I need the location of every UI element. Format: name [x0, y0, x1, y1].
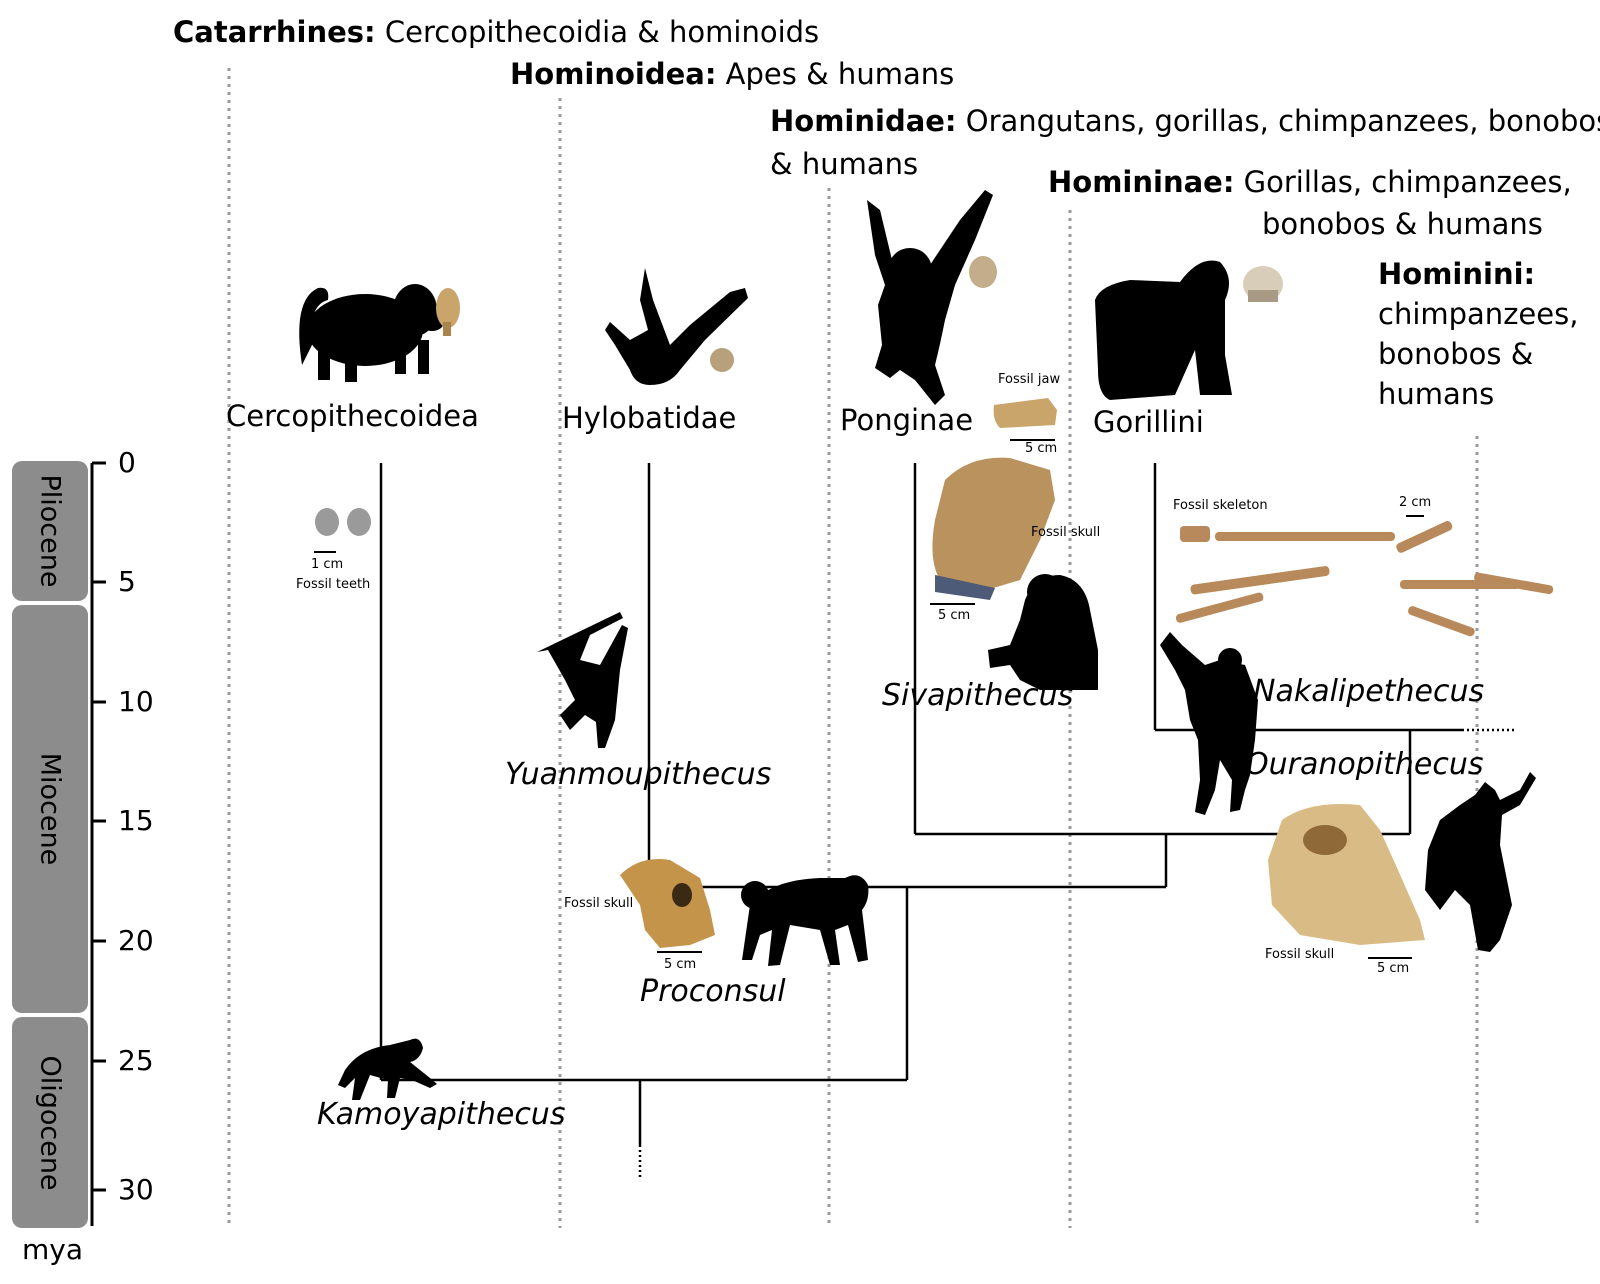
- fossil-skeleton-image: [1175, 520, 1554, 637]
- tick-label-10: 10: [118, 685, 154, 718]
- tick-label-20: 20: [118, 924, 154, 957]
- ouranopithecus-silhouette: [1425, 772, 1536, 952]
- ouranopithecus-skull-image: [1268, 804, 1425, 945]
- scale-bars: [314, 439, 1424, 959]
- skull-icon: [969, 256, 997, 288]
- scale-label-5cm-proconsul: 5 cm: [664, 957, 697, 972]
- label-fossil-skull-ouranopithecus: Fossil skull: [1265, 947, 1335, 962]
- orangutan-silhouette: [867, 190, 993, 405]
- epoch-label-miocene: Miocene: [34, 752, 66, 866]
- header-hominidae-text: Orangutans, gorillas, chimpanzees, bonob…: [956, 104, 1600, 138]
- label-fossil-skull-sivapithecus: Fossil skull: [1031, 525, 1101, 540]
- sivapithecus-skull-image: [932, 457, 1055, 600]
- header-hominidae: Hominidae: Orangutans, gorillas, chimpan…: [770, 104, 1600, 138]
- skull-icon: [710, 348, 734, 372]
- clade-label-ponginae: Ponginae: [840, 403, 974, 437]
- sivapithecus-silhouette: [988, 574, 1098, 690]
- header-hominini: Hominini:: [1378, 257, 1536, 291]
- yuanmoupithecus-silhouette: [537, 612, 628, 748]
- header-homininae-text: Gorillas, chimpanzees,: [1234, 165, 1572, 199]
- gibbon-silhouette: [605, 268, 748, 385]
- tick-label-30: 30: [118, 1173, 154, 1206]
- genus-label-sivapithecus: Sivapithecus: [882, 678, 1074, 713]
- proconsul-skull-image: [620, 859, 715, 948]
- header-hominidae-line2: & humans: [770, 147, 919, 181]
- genus-label-ouranopithecus: Ouranopithecus: [1245, 747, 1484, 782]
- header-catarrhines: Catarrhines: Cercopithecoidia & hominoid…: [173, 15, 820, 49]
- skull-icon: [436, 288, 460, 336]
- label-fossil-skeleton: Fossil skeleton: [1173, 498, 1268, 513]
- genus-label-kamoyapithecus: Kamoyapithecus: [317, 1097, 566, 1132]
- header-hominini-line2: chimpanzees,: [1378, 297, 1579, 331]
- genus-label-proconsul: Proconsul: [640, 974, 786, 1009]
- header-hominini-bold: Hominini:: [1378, 257, 1536, 291]
- fossil-teeth-image: [315, 508, 371, 536]
- header-homininae: Homininae: Gorillas, chimpanzees,: [1048, 165, 1572, 199]
- tick-label-15: 15: [118, 804, 154, 837]
- tick-label-25: 25: [118, 1044, 154, 1077]
- baboon-silhouette: [299, 284, 444, 382]
- header-hominini-line4: humans: [1378, 377, 1495, 411]
- header-catarrhines-bold: Catarrhines:: [173, 15, 376, 49]
- clade-label-hylobatidae: Hylobatidae: [562, 401, 737, 435]
- clade-guide-lines: [227, 68, 1479, 1228]
- scale-label-2cm: 2 cm: [1399, 495, 1432, 510]
- header-hominoidea-text: Apes & humans: [716, 57, 955, 91]
- kamoyapithecus-silhouette: [338, 1038, 437, 1100]
- header-hominoidea: Hominoidea: Apes & humans: [510, 57, 955, 91]
- skull-icon: [1243, 266, 1283, 302]
- header-homininae-bold: Homininae:: [1048, 165, 1235, 199]
- gorilla-silhouette: [1095, 260, 1232, 400]
- clade-label-cercopithecoidea: Cercopithecoidea: [226, 399, 479, 433]
- scale-label-5cm-ouranopithecus: 5 cm: [1377, 961, 1410, 976]
- header-catarrhines-text: Cercopithecoidia & hominoids: [375, 15, 820, 49]
- label-fossil-teeth: Fossil teeth: [296, 577, 371, 592]
- epoch-label-oligocene: Oligocene: [34, 1054, 66, 1191]
- epoch-pliocene: Pliocene: [12, 461, 88, 601]
- epoch-label-pliocene: Pliocene: [34, 474, 66, 588]
- clade-label-gorillini: Gorillini: [1093, 405, 1204, 439]
- header-hominoidea-bold: Hominoidea:: [510, 57, 717, 91]
- scale-label-5cm-sivapithecus: 5 cm: [938, 608, 971, 623]
- fossil-jaw-image: [993, 398, 1057, 428]
- label-fossil-jaw: Fossil jaw: [998, 372, 1061, 387]
- scale-label-1cm: 1 cm: [311, 557, 344, 572]
- header-hominidae-bold: Hominidae:: [770, 104, 957, 138]
- header-hominini-line3: bonobos &: [1378, 337, 1534, 371]
- axis-unit-label: mya: [22, 1233, 84, 1266]
- fossils: [315, 256, 1554, 948]
- epoch-miocene: Miocene: [12, 605, 88, 1013]
- nakalipethecus-silhouette: [1160, 632, 1258, 815]
- header-homininae-line2: bonobos & humans: [1262, 207, 1543, 241]
- genus-label-nakalipethecus: Nakalipethecus: [1253, 674, 1485, 709]
- genus-label-yuanmoupithecus: Yuanmoupithecus: [505, 757, 772, 792]
- proconsul-silhouette: [741, 875, 869, 966]
- time-axis: [90, 461, 106, 1226]
- label-fossil-skull-proconsul: Fossil skull: [564, 896, 634, 911]
- tick-label-0: 0: [118, 446, 136, 479]
- scale-label-5cm-jaw: 5 cm: [1025, 441, 1058, 456]
- tree-branches: [379, 463, 1517, 1180]
- epoch-oligocene: Oligocene: [12, 1017, 88, 1228]
- tick-label-5: 5: [118, 565, 136, 598]
